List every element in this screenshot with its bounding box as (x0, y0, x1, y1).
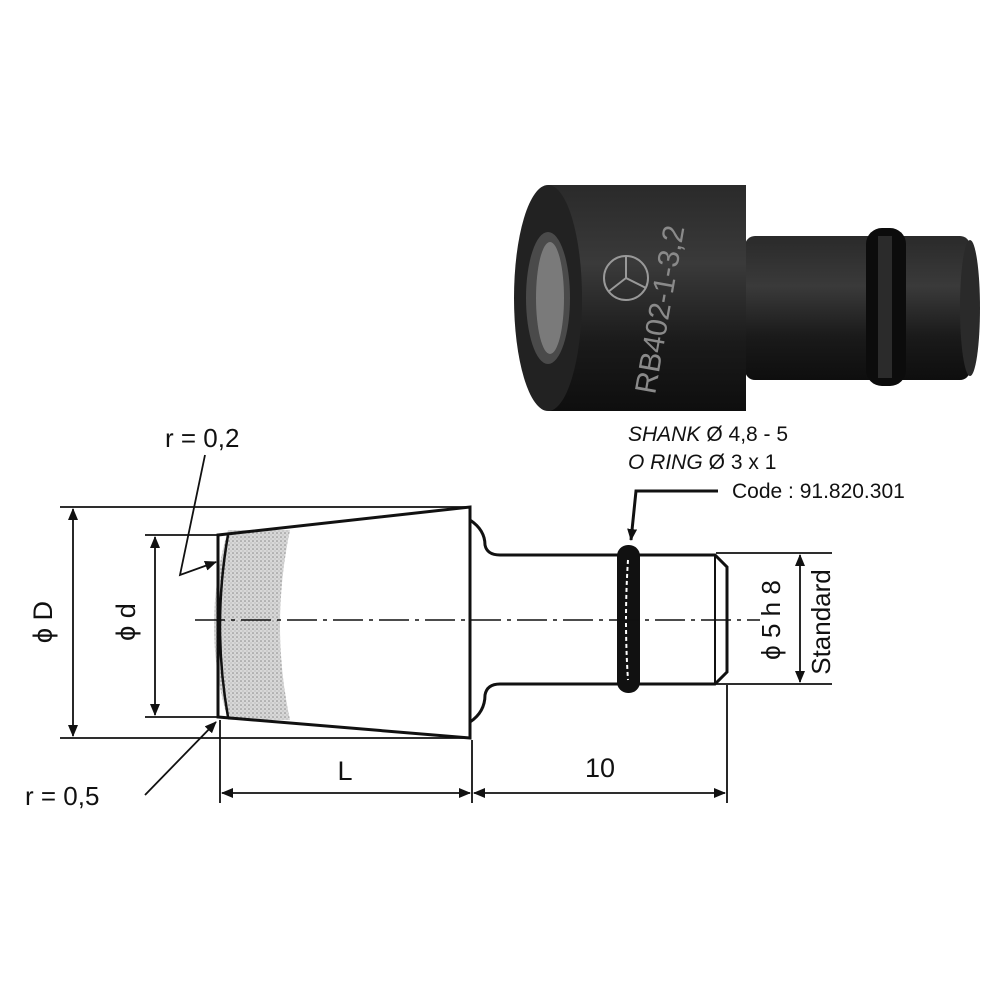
logo-icon (603, 255, 649, 301)
product-code: Code : 91.820.301 (732, 480, 905, 503)
dia-D-label: ϕ D (28, 601, 58, 643)
r-bottom-leader (144, 721, 217, 796)
length-L-label: L (337, 756, 352, 786)
r-bottom-label: r = 0,5 (25, 781, 99, 811)
dimension-lines (60, 454, 832, 803)
cavity-shading (214, 530, 290, 720)
dia-shank-label: ϕ 5 h 8 (756, 580, 786, 660)
part-drawing (195, 505, 760, 740)
length-10-label: 10 (585, 753, 615, 783)
dia-d-label: ϕ d (111, 603, 141, 641)
code-leader-arrow (627, 489, 718, 541)
product-photo: RB402-1-3,2 (514, 185, 980, 411)
r-top-label: r = 0,2 (165, 423, 239, 453)
o-ring (617, 545, 640, 693)
shank-outline (469, 518, 729, 724)
standard-label: Standard (806, 569, 836, 675)
photo-shank (745, 236, 970, 380)
r-top-leader (178, 454, 217, 577)
